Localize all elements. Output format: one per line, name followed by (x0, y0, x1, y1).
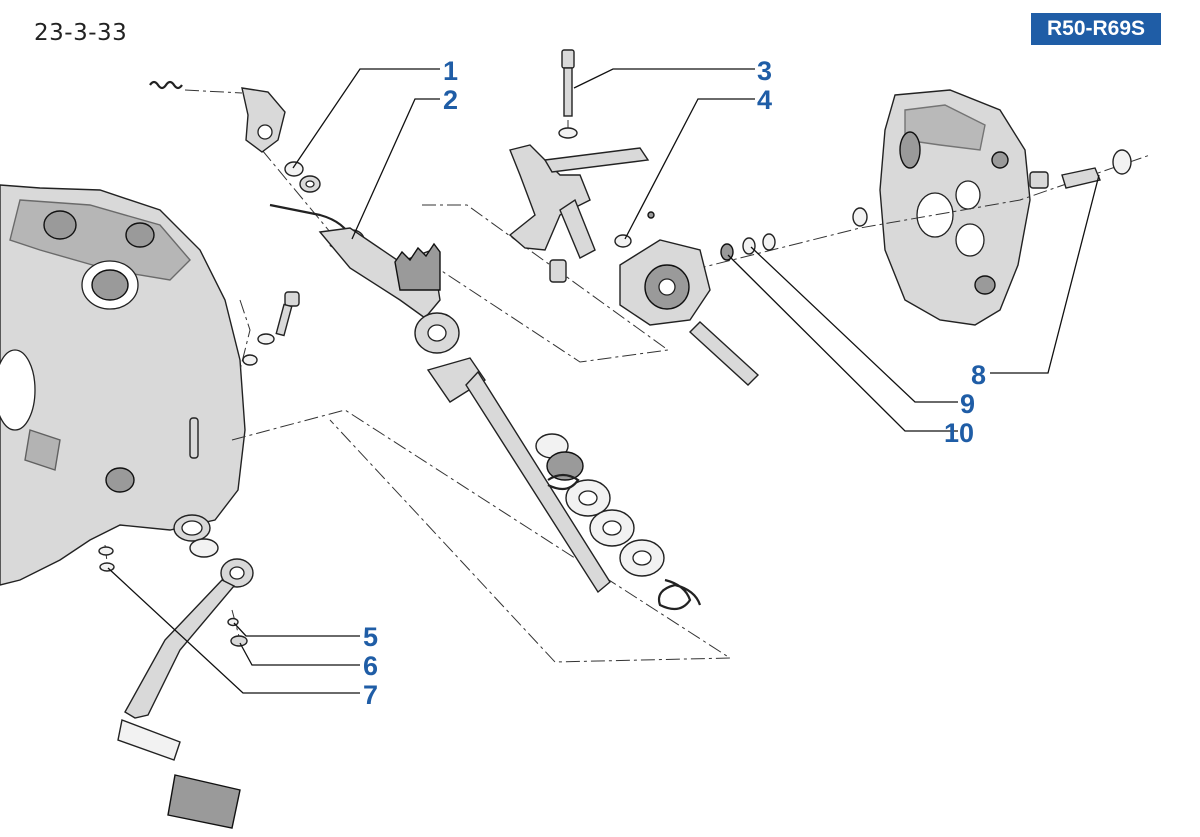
callout-1: 1 (443, 56, 458, 86)
callout-8: 8 (971, 360, 986, 390)
leader-lines (107, 68, 1100, 694)
callout-9: 9 (960, 389, 975, 419)
washers-5-6-7 (98, 546, 248, 647)
bolt-3 (558, 49, 578, 139)
washer-1 (284, 161, 321, 193)
callout-3: 3 (757, 56, 772, 86)
callout-6: 6 (363, 651, 378, 681)
stud-bolt (189, 291, 300, 459)
bearing-ring (173, 514, 219, 558)
callout-10: 10 (944, 418, 974, 448)
callout-2: 2 (443, 85, 458, 115)
callout-7: 7 (363, 680, 378, 710)
callout-5: 5 (363, 622, 378, 652)
pawl-spring (149, 80, 286, 153)
callout-4: 4 (757, 85, 772, 115)
shift-segment-lever (318, 227, 460, 354)
washers-8-9-10 (720, 149, 1132, 261)
callouts: 1 2 3 4 5 6 7 8 9 10 (363, 56, 986, 710)
ratchet-gear (619, 239, 760, 386)
housing-cover (879, 89, 1031, 326)
model-badge: R50-R69S (1031, 13, 1161, 45)
page-number: 23-3-33 (34, 20, 128, 46)
circlip-4 (614, 211, 655, 248)
kickstart-shaft (426, 357, 702, 611)
gearbox-housing (0, 184, 246, 586)
shift-fork (508, 144, 650, 283)
kickstart-lever (117, 558, 254, 829)
